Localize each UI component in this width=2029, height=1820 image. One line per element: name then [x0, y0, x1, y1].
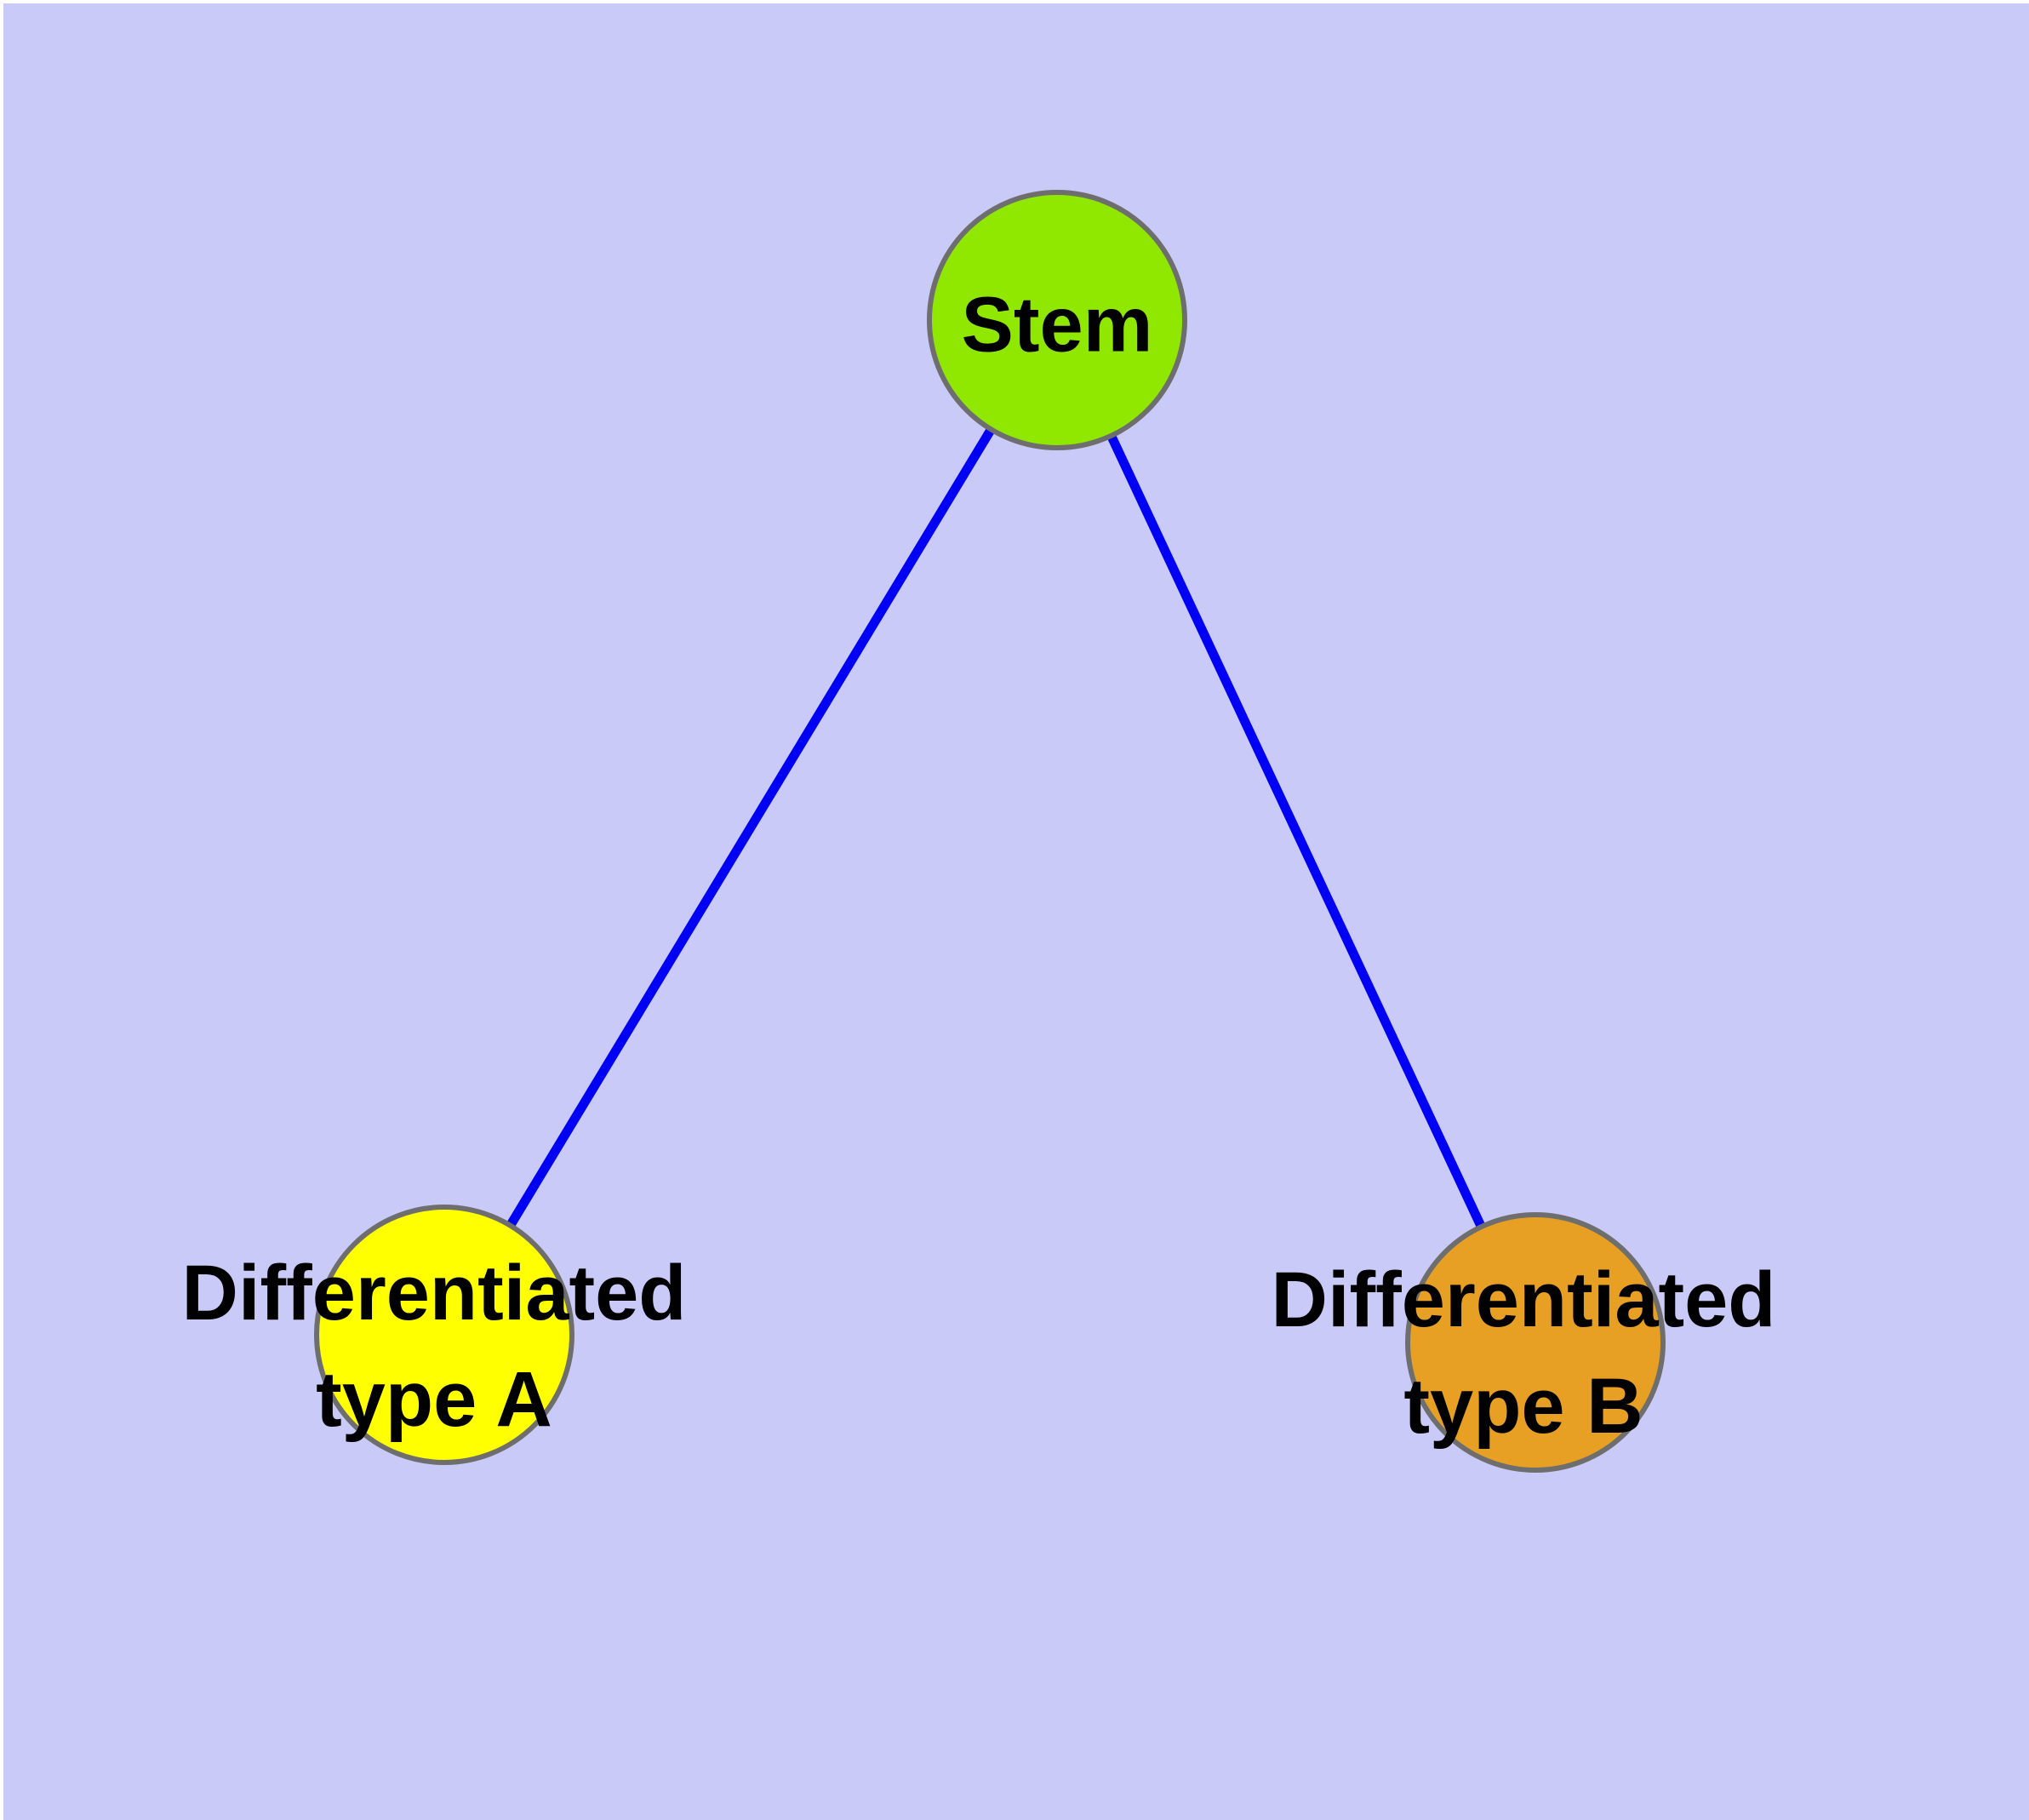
node-type-a-circle: [314, 1205, 574, 1465]
edge-stem-to-type-b: [1053, 318, 1540, 1345]
edge-stem-to-type-a: [440, 318, 1061, 1337]
node-label-differentiated-type-b: Differentiated type B: [1271, 1256, 1776, 1450]
graph-svg: [314, 190, 1666, 1473]
node-stem-circle: [927, 190, 1187, 450]
node-type-b-circle: [1405, 1212, 1666, 1473]
node-label-differentiated-type-a: Differentiated type A: [181, 1250, 687, 1443]
node-label-stem: Stem: [961, 281, 1153, 369]
